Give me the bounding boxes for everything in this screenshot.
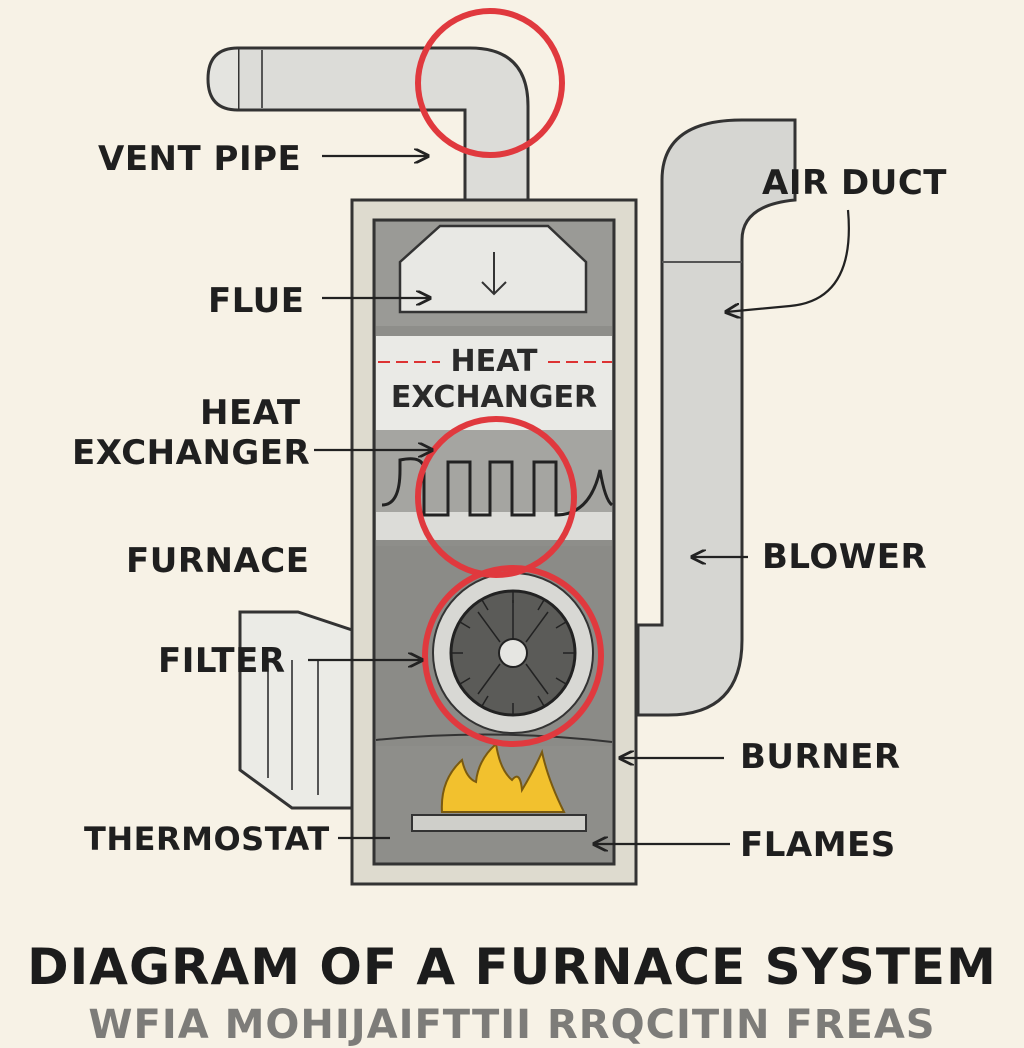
label-vent-pipe: VENT PIPE xyxy=(98,139,302,179)
furnace-diagram: HEAT EXCHANGER VENT PIPE AIR DUCT FLUE H… xyxy=(27,8,997,1048)
blower-fan-blades xyxy=(451,591,575,715)
highlight-circle-blower xyxy=(422,565,604,747)
label-flue: FLUE xyxy=(208,281,305,321)
label-heat-exchanger-line1: HEAT xyxy=(200,393,301,433)
arrow-air-duct xyxy=(726,209,850,312)
label-air-duct: AIR DUCT xyxy=(762,163,947,203)
furnace-cabinet xyxy=(350,198,638,886)
label-filter: FILTER xyxy=(158,641,286,681)
highlight-circle-vent xyxy=(415,8,565,158)
inner-heat-exchanger-line2: EXCHANGER xyxy=(390,380,598,415)
highlight-circle-heat-exchanger xyxy=(415,416,577,578)
diagram-subtitle: WFIA MOHIJAIFTTII RRQCITIN FREAS xyxy=(88,1002,936,1048)
highlight-circles xyxy=(415,8,604,747)
label-furnace: FURNACE xyxy=(126,541,310,581)
label-flames: FLAMES xyxy=(740,825,896,865)
flames-graphic xyxy=(440,742,566,813)
inner-heat-exchanger-line1: HEAT xyxy=(450,344,538,379)
vent-pipe xyxy=(206,46,530,207)
label-heat-exchanger-line2: EXCHANGER xyxy=(72,433,311,473)
air-duct xyxy=(636,118,797,717)
label-thermostat: THERMOSTAT xyxy=(84,820,330,858)
leader-arrows xyxy=(308,156,850,844)
burner-bar xyxy=(411,814,587,832)
inner-heat-exchanger-label: HEAT EXCHANGER xyxy=(376,344,612,416)
label-blower: BLOWER xyxy=(762,537,928,577)
diagram-artwork xyxy=(206,8,850,886)
label-burner: BURNER xyxy=(740,737,901,777)
diagram-title: DIAGRAM OF A FURNACE SYSTEM xyxy=(27,938,997,996)
